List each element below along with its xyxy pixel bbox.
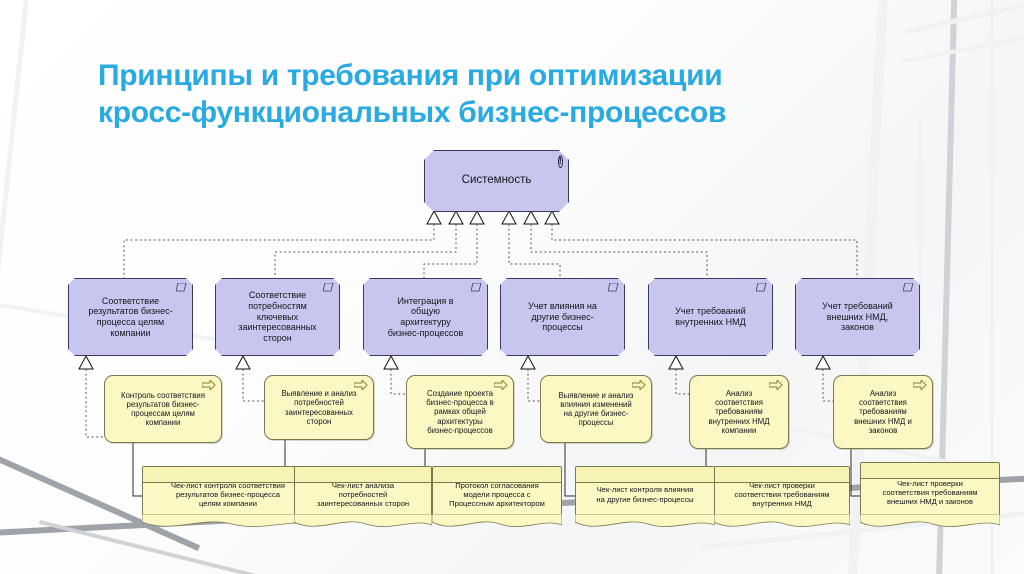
activity-label: Анализ соответствия требованиям внутренн… [708,389,770,435]
activity-box-3[interactable]: Создание проекта бизнес-процесса в рамка… [406,375,514,449]
background-beam [990,0,994,574]
principle-label: Соответствие результатов бизнес- процесс… [88,295,173,338]
generalization-arrowheads [426,209,560,225]
note-corner-icon [471,283,482,292]
note-corner-icon [903,283,914,292]
principle-box-6[interactable]: Учет требований внешних НМД, законов [795,278,920,356]
activity-label: Создание проекта бизнес-процесса в рамка… [426,389,494,435]
document-label: Чек-лист анализа потребностей заинтересо… [316,480,410,509]
note-wave-edge [142,514,314,527]
note-header-bar [715,467,849,483]
document-label: Чек-лист контроля влияния на другие бизн… [596,485,694,504]
note-wave-edge [575,514,715,527]
activity-box-5[interactable]: Анализ соответствия требованиям внутренн… [689,375,789,449]
note-corner-icon [756,283,767,292]
activity-label: Выявление и анализ влияния изменений на … [558,390,634,428]
document-note-3[interactable]: Протокол согласования модели процесса с … [432,466,562,527]
document-note-4[interactable]: Чек-лист контроля влияния на другие бизн… [575,466,715,527]
document-label: Чек-лист контроля соответствия результат… [170,480,286,509]
principle-label: Соответствие потребностям ключевых заинт… [238,290,317,343]
note-wave-edge [294,514,432,527]
principle-root-label: Системность [461,174,532,187]
activity-label: Анализ соответствия требованиям внешних … [854,389,912,435]
document-label: Чек-лист проверки соответствия требовани… [734,480,830,509]
note-corner-icon [176,283,187,292]
activity-box-4[interactable]: Выявление и анализ влияния изменений на … [540,375,652,443]
arrow-right-icon [202,380,216,390]
principle-label: Учет влияния на другие бизнес- процессы [528,301,597,333]
document-label: Чек-лист проверки соответствия требовани… [882,478,978,507]
note-wave-edge [714,514,850,527]
slide-title: Принципы и требования при оптимизации кр… [98,59,727,129]
principle-label: Учет требований внутренних НМД [675,306,746,327]
principle-box-1[interactable]: Соответствие результатов бизнес- процесс… [68,278,193,356]
principle-box-5[interactable]: Учет требований внутренних НМД [648,278,773,356]
document-label: Протокол согласования модели процесса с … [449,480,545,509]
principle-box-2[interactable]: Соответствие потребностям ключевых заинт… [215,278,340,356]
principle-box-4[interactable]: Учет влияния на другие бизнес- процессы [500,278,625,356]
principle-to-activity-arrowheads [78,354,831,370]
note-header-bar [861,463,999,479]
principle-box-3[interactable]: Интеграция в общую архитектуру бизнес-пр… [363,278,488,356]
note-header-bar [576,467,714,483]
note-header-bar [433,467,561,483]
note-wave-edge [432,514,562,527]
activity-box-6[interactable]: Анализ соответствия требованиям внешних … [833,375,933,449]
note-header-bar [143,467,313,483]
activity-box-2[interactable]: Выявление и анализ потребностей заинтере… [264,375,374,440]
principle-label: Учет требований внешних НМД, законов [822,301,893,333]
document-note-2[interactable]: Чек-лист анализа потребностей заинтересо… [294,466,432,527]
activity-box-1[interactable]: Контроль соответствия результатов бизнес… [104,375,222,443]
document-note-5[interactable]: Чек-лист проверки соответствия требовани… [714,466,850,527]
note-corner-icon [323,283,334,292]
document-note-6[interactable]: Чек-лист проверки соответствия требовани… [860,462,1000,527]
document-note-1[interactable]: Чек-лист контроля соответствия результат… [142,466,314,527]
note-header-bar [295,467,431,483]
note-wave-edge [860,514,1000,527]
note-corner-icon [608,283,619,292]
background-beam [918,120,922,340]
principle-label: Интеграция в общую архитектуру бизнес-пр… [387,295,464,338]
activity-label: Выявление и анализ потребностей заинтере… [281,389,357,426]
principle-root-box[interactable]: Системность ! [424,150,569,212]
arrow-right-icon [632,380,646,390]
exclamation-icon: ! [558,156,562,167]
activity-label: Контроль соответствия результатов бизнес… [121,390,205,428]
